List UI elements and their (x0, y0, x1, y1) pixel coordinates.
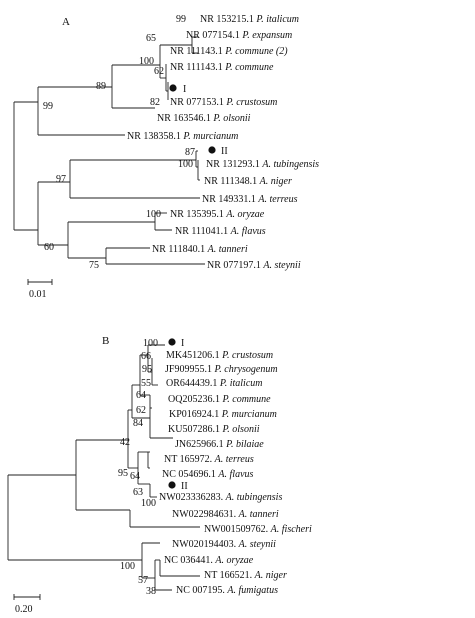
bootstrap-value: 66 (141, 351, 151, 362)
panel-a-tips: NR 153215.1 P. italicum NR 077154.1 P. e… (127, 14, 319, 271)
tip-label: KU507286.1 P. olsonii (168, 424, 260, 435)
tip-label: NT 165972. A. terreus (164, 454, 254, 465)
tip-label: KP016924.1 P. murcianum (169, 409, 277, 420)
bootstrap-value: 100 (141, 498, 156, 509)
tip-label: NC 007195. A. fumigatus (176, 585, 278, 596)
tip-label: JN625966.1 P. bilaiae (175, 439, 264, 450)
tip-label: NR 077153.1 P. crustosum (170, 97, 277, 108)
bootstrap-value: 65 (146, 33, 156, 44)
tip-label: NR 111143.1 P. commune (170, 62, 274, 73)
bootstrap-value: 75 (89, 260, 99, 271)
tip-label: NT 166521. A. niger (204, 570, 287, 581)
bootstrap-value: 97 (56, 174, 66, 185)
tip-label: NR 111348.1 A. niger (204, 176, 292, 187)
group-marker-label: II (221, 146, 228, 157)
tip-label: OR644439.1 P. italicum (166, 378, 263, 389)
bootstrap-value: 42 (120, 437, 130, 448)
panel-a-markers: I II (169, 84, 228, 157)
bootstrap-value: 100 (120, 561, 135, 572)
group-marker-dot (208, 146, 216, 154)
bootstrap-value: 57 (138, 575, 148, 586)
tip-label: NW020194403. A. steynii (172, 539, 276, 550)
scale-bar-label: 0.20 (15, 604, 33, 615)
bootstrap-value: 95 (118, 468, 128, 479)
tip-label: NR 163546.1 P. olsonii (157, 113, 251, 124)
panel-b-scale-bar: 0.20 (13, 594, 41, 615)
tip-label: NR 111840.1 A. tanneri (152, 244, 248, 255)
panel-a-bootstrap: 99 65 100 62 82 89 99 87 100 97 100 60 7… (43, 14, 195, 271)
panel-label-b: B (102, 335, 109, 347)
tip-label: NR 138358.1 P. murcianum (127, 131, 238, 142)
bootstrap-value: 89 (96, 81, 106, 92)
tip-label: JF909955.1 P. chrysogenum (165, 364, 278, 375)
panel-b-branches (7, 344, 200, 591)
tip-label: NR 153215.1 P. italicum (200, 14, 299, 25)
panel-b-tips: MK451206.1 P. crustosum JF909955.1 P. ch… (159, 350, 312, 596)
tip-label: NW023336283. A. tubingensis (159, 492, 282, 503)
tip-label: MK451206.1 P. crustosum (166, 350, 273, 361)
bootstrap-value: 95 (142, 364, 152, 375)
bootstrap-value: 82 (150, 97, 160, 108)
tip-label: NR 111143.1 P. commune (2) (170, 46, 288, 57)
tip-label: NR 111041.1 A. flavus (175, 226, 266, 237)
bootstrap-value: 55 (141, 378, 151, 389)
group-marker-label: I (183, 84, 186, 95)
tip-label: NR 135395.1 A. oryzae (170, 209, 265, 220)
panel-a-scale-bar: 0.01 (27, 279, 53, 300)
tip-label: NW001509762. A. fischeri (204, 524, 312, 535)
tip-label: NC 036441. A. oryzae (164, 555, 254, 566)
scale-bar-label: 0.01 (29, 289, 47, 300)
tip-label: OQ205236.1 P. commune (168, 394, 271, 405)
panel-b-bootstrap: 100 66 95 55 64 62 84 42 95 64 63 100 10… (118, 338, 158, 597)
bootstrap-value: 100 (146, 209, 161, 220)
tip-label: NC 054696.1 A. flavus (162, 469, 254, 480)
bootstrap-value: 60 (44, 242, 54, 253)
bootstrap-value: 64 (130, 471, 140, 482)
bootstrap-value: 100 (143, 338, 158, 349)
group-marker-dot (169, 84, 177, 92)
bootstrap-value: 87 (185, 147, 195, 158)
group-marker-label: II (181, 481, 188, 492)
panel-a: A (13, 14, 319, 300)
bootstrap-value: 64 (136, 390, 146, 401)
bootstrap-value: 62 (154, 66, 164, 77)
bootstrap-value: 100 (178, 159, 193, 170)
tip-label: NR 077154.1 P. expansum (186, 30, 292, 41)
group-marker-dot (168, 481, 176, 489)
panel-b-markers: I II (168, 338, 188, 492)
panel-label-a: A (62, 16, 70, 28)
bootstrap-value: 38 (146, 586, 156, 597)
tip-label: NR 149331.1 A. terreus (202, 194, 298, 205)
bootstrap-value: 62 (136, 405, 146, 416)
tip-label: NR 077197.1 A. steynii (207, 260, 301, 271)
bootstrap-value: 99 (43, 101, 53, 112)
bootstrap-value: 63 (133, 487, 143, 498)
group-marker-label: I (181, 338, 184, 349)
bootstrap-value: 100 (139, 56, 154, 67)
tip-label: NW022984631. A. tanneri (172, 509, 279, 520)
tip-label: NR 131293.1 A. tubingensis (206, 159, 319, 170)
panel-a-branches (13, 36, 205, 265)
bootstrap-value: 99 (176, 14, 186, 25)
group-marker-dot (168, 338, 176, 346)
bootstrap-value: 84 (133, 418, 143, 429)
panel-b: B (7, 335, 312, 615)
